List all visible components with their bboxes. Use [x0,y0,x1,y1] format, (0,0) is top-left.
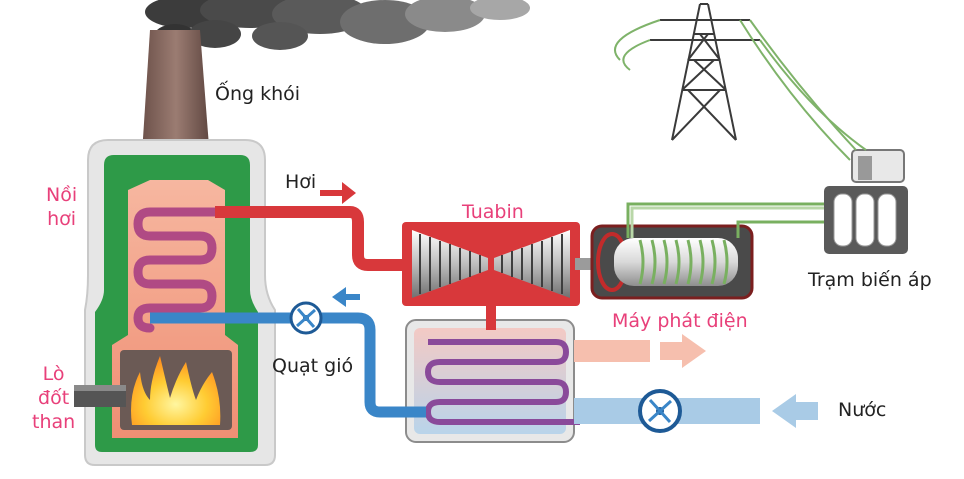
cold-water-arrow [772,394,818,428]
boiler-label: Nồi hơi [46,183,77,231]
furnace-label-line-2: đốt [38,387,70,409]
boiler-label-line-1: Nồi [46,184,78,206]
substation [824,149,908,254]
turbine-label: Tuabin [462,201,524,223]
fan-label: Quạt gió [272,355,354,377]
steam-arrow [320,182,356,204]
furnace-label: Lò đốt than [32,362,75,434]
feedwater-pipe [150,312,426,418]
water-label: Nước [838,399,887,421]
warm-water-arrow [660,334,706,368]
power-lines [614,19,867,161]
generator-label: Máy phát điện [612,310,748,332]
condenser [405,319,580,443]
smoke-cloud [145,0,530,52]
boiler-label-line-2: hơi [47,208,77,230]
substation-label: Trạm biến áp [808,269,932,291]
feedwater-arrow [332,287,360,307]
turbine [402,222,580,306]
boiler-serpentine-tube [133,207,220,333]
power-tower [650,3,760,141]
warm-water-outflow [574,340,650,362]
coal-feed-pipe-top [74,385,126,391]
steam-pipe [215,206,412,271]
steam-label: Hơi [285,171,317,193]
fire-flames [131,356,221,425]
generator-wires [626,202,828,238]
fan-icon [289,301,323,335]
generator [590,224,754,300]
furnace-label-line-3: than [32,411,76,433]
furnace-label-line-1: Lò [42,363,65,385]
chimney-label: Ống khói [215,83,301,105]
pump-icon [638,389,682,433]
